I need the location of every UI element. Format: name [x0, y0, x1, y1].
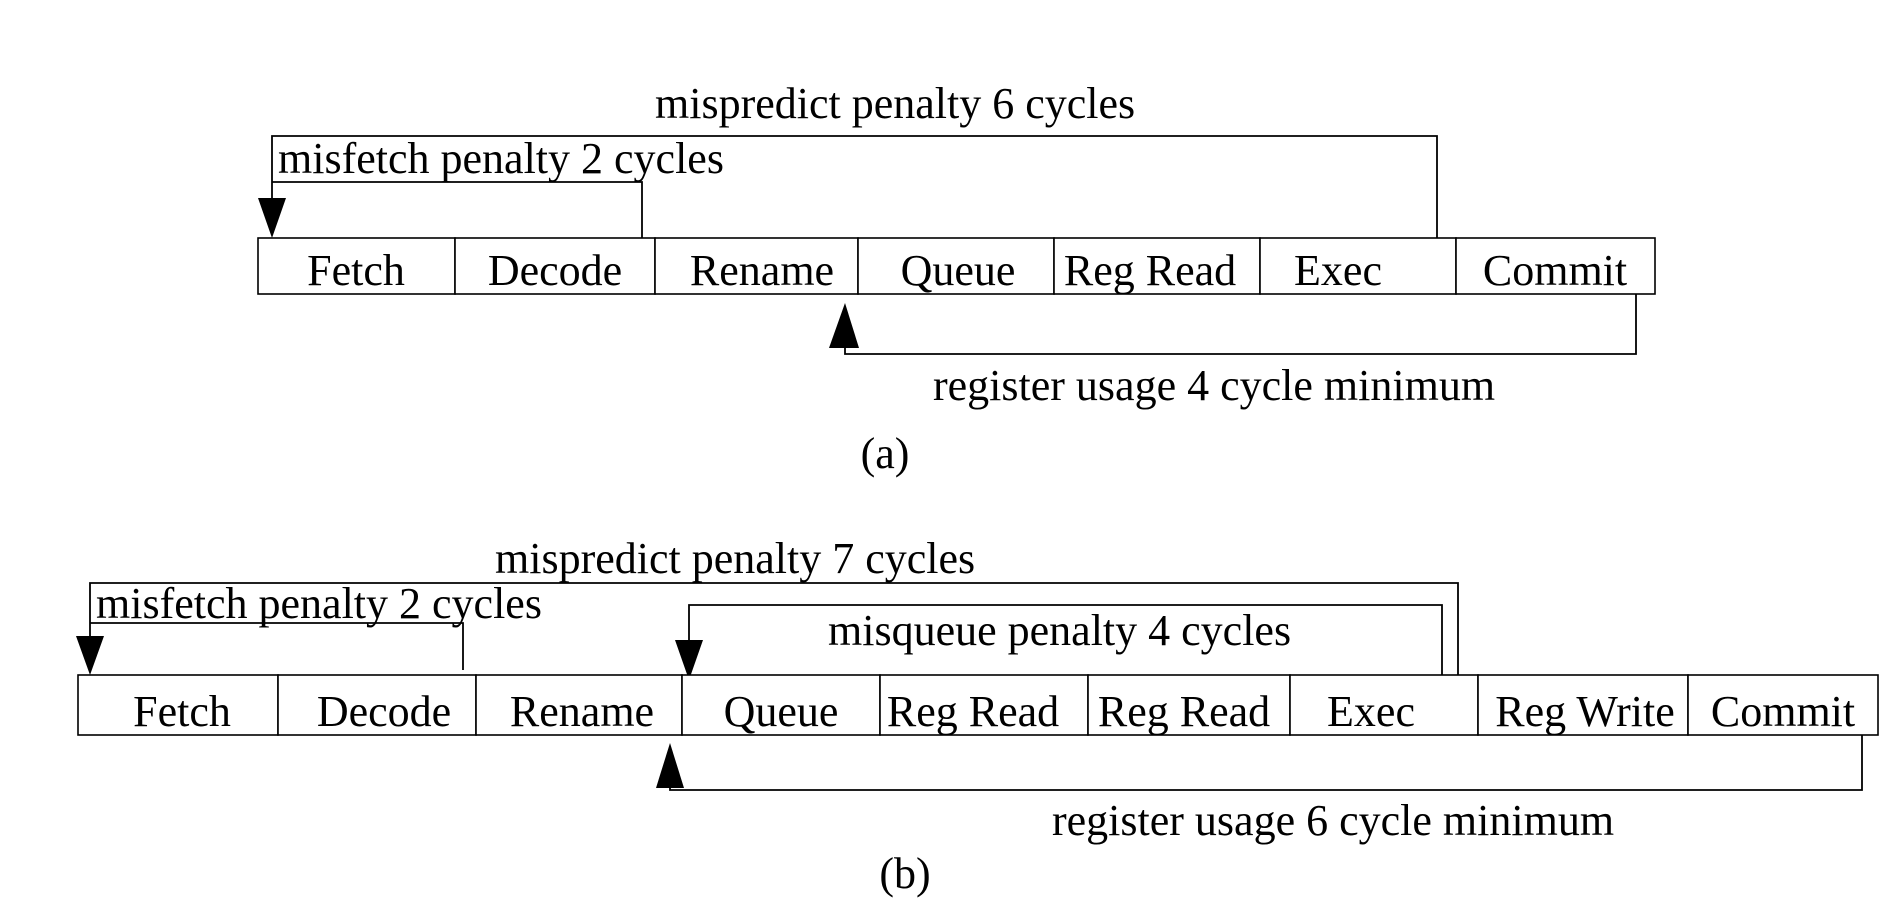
- stage-label: Queue: [724, 687, 839, 736]
- stage-box: [654, 237, 859, 295]
- mispredict-label-a: mispredict penalty 6 cycles: [655, 79, 1135, 128]
- misfetch-label-b: misfetch penalty 2 cycles: [96, 579, 542, 628]
- mispredict-route-b: [89, 582, 1459, 675]
- stage-box: [681, 674, 881, 736]
- stage-box: [77, 674, 279, 736]
- misfetch-path-b: [90, 622, 464, 670]
- misfetch-route-a: [272, 181, 643, 240]
- register-usage-path-a: [829, 294, 1637, 355]
- caption-a: (a): [861, 429, 910, 478]
- stage-regread-a: Reg Read: [1053, 237, 1261, 295]
- stage-commit-b: Commit: [1687, 674, 1879, 736]
- stage-label: Exec: [1327, 687, 1415, 736]
- stage-box: [257, 237, 456, 295]
- stage-label: Reg Write: [1495, 687, 1674, 736]
- stage-label: Decode: [488, 246, 622, 295]
- mispredict-arrowhead-a: [258, 198, 286, 238]
- stage-box: [1289, 674, 1479, 736]
- stage-box: [1259, 237, 1457, 295]
- stage-label: Commit: [1711, 687, 1855, 736]
- misfetch-label-a: misfetch penalty 2 cycles: [278, 134, 724, 183]
- stage-label: Decode: [317, 687, 451, 736]
- stage-label: Commit: [1483, 246, 1627, 295]
- register-usage-label-a: register usage 4 cycle minimum: [933, 361, 1495, 410]
- misqueue-route-b: [688, 604, 1443, 675]
- stage-queue-a: Queue: [857, 237, 1055, 295]
- register-usage-route-a: [844, 294, 1637, 355]
- stage-label: Exec: [1294, 246, 1382, 295]
- pipeline-a: mispredict penalty 6 cycles misfetch pen…: [257, 79, 1656, 478]
- misfetch-route-b: [90, 622, 464, 670]
- stage-exec-b: Exec: [1289, 674, 1479, 736]
- register-usage-arrowhead-a: [829, 303, 859, 348]
- stage-label: Fetch: [133, 687, 231, 736]
- stage-box: [879, 674, 1089, 736]
- stage-label: Rename: [510, 687, 654, 736]
- stage-queue-b: Queue: [681, 674, 881, 736]
- stage-box: [1087, 674, 1291, 736]
- stage-commit-a: Commit: [1455, 237, 1656, 295]
- stage-regread-2-b: Reg Read: [1087, 674, 1291, 736]
- stage-box: [454, 237, 656, 295]
- stage-exec-a: Exec: [1259, 237, 1457, 295]
- register-usage-label-b: register usage 6 cycle minimum: [1052, 796, 1614, 845]
- stage-box: [475, 674, 683, 736]
- register-usage-path-b: [656, 735, 1863, 791]
- stage-label: Rename: [690, 246, 834, 295]
- mispredict-path-a: [258, 135, 1438, 240]
- caption-b: (b): [879, 849, 930, 898]
- mispredict-path-b: [76, 582, 1459, 675]
- stage-regwrite-b: Reg Write: [1477, 674, 1689, 736]
- stage-rename-a: Rename: [654, 237, 859, 295]
- misqueue-label-b: misqueue penalty 4 cycles: [828, 606, 1291, 655]
- misqueue-path-b: [675, 604, 1443, 680]
- mispredict-label-b: mispredict penalty 7 cycles: [495, 534, 975, 583]
- stage-fetch-a: Fetch: [257, 237, 456, 295]
- stage-decode-a: Decode: [454, 237, 656, 295]
- stage-box: [1455, 237, 1656, 295]
- pipeline-b: mispredict penalty 7 cycles misfetch pen…: [76, 534, 1879, 898]
- mispredict-route-a: [271, 135, 1438, 240]
- stage-label: Reg Read: [1064, 246, 1236, 295]
- stage-label: Queue: [901, 246, 1016, 295]
- stage-decode-b: Decode: [277, 674, 477, 736]
- misfetch-path-a: [272, 181, 643, 240]
- stage-box: [1687, 674, 1879, 736]
- register-usage-route-b: [669, 735, 1863, 791]
- register-usage-arrowhead-b: [656, 743, 684, 788]
- stage-regread-1-b: Reg Read: [879, 674, 1089, 736]
- stage-fetch-b: Fetch: [77, 674, 279, 736]
- misqueue-arrowhead-b: [675, 640, 703, 680]
- stage-box: [857, 237, 1055, 295]
- stage-label: Fetch: [307, 246, 405, 295]
- stage-label: Reg Read: [1098, 687, 1270, 736]
- stage-label: Reg Read: [887, 687, 1059, 736]
- stage-box: [277, 674, 477, 736]
- stage-rename-b: Rename: [475, 674, 683, 736]
- mispredict-arrowhead-b: [76, 636, 104, 675]
